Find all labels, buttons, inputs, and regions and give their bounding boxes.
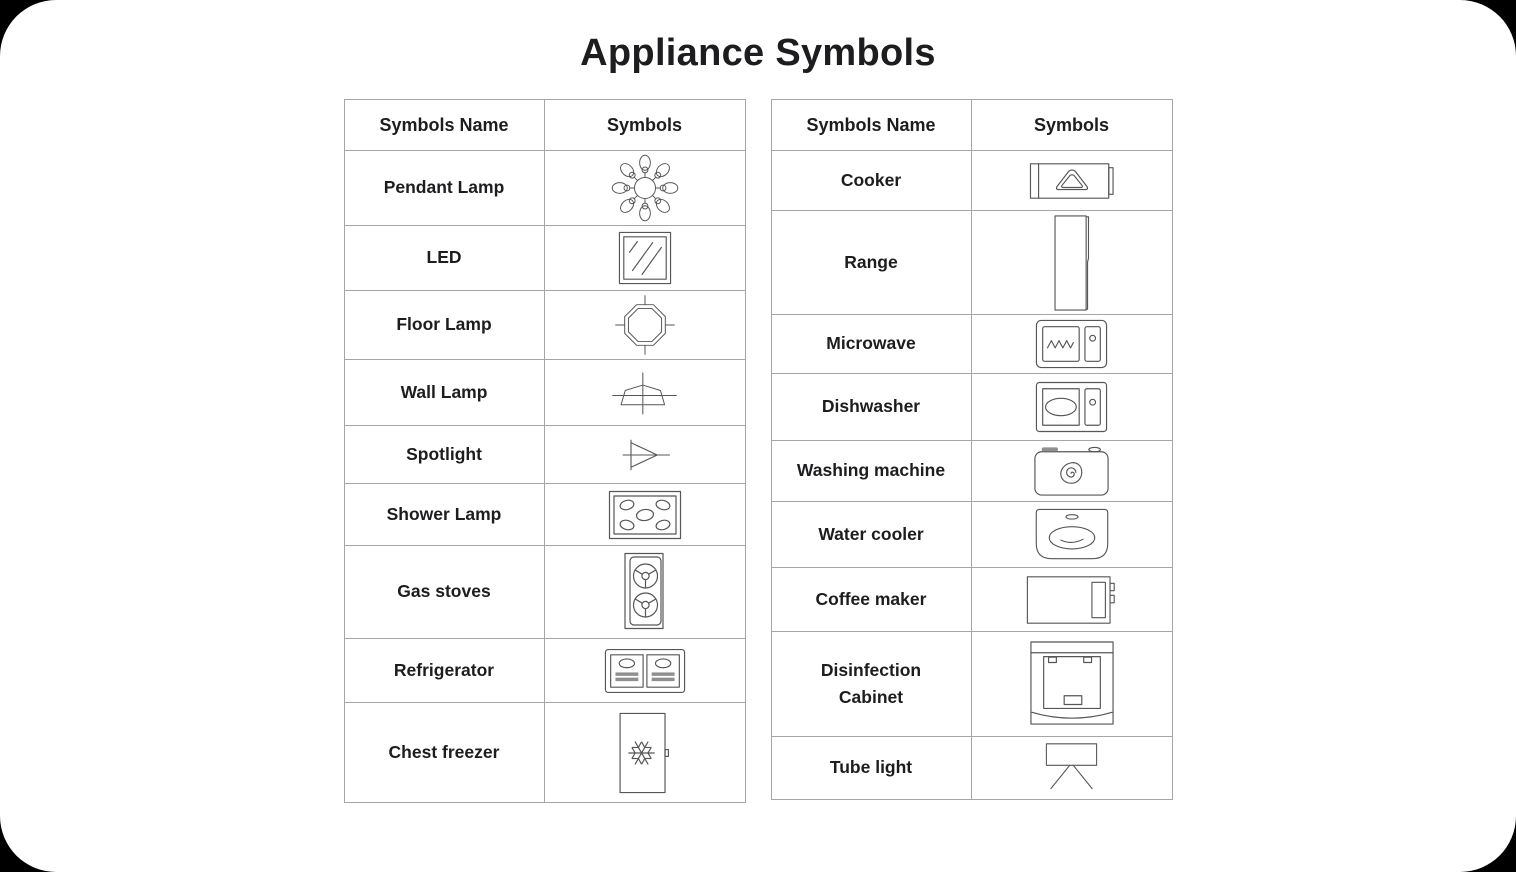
table-row: Dishwasher: [770, 373, 1173, 441]
washing-machine-icon: [1033, 445, 1110, 497]
symbol-name-cell: Water cooler: [770, 501, 972, 568]
symbol-name-cell: Tube light: [770, 736, 972, 800]
symbol-cell: [543, 225, 746, 291]
symbol-name-cell: Wall Lamp: [343, 359, 545, 426]
spotlight-icon: [610, 433, 680, 477]
symbol-cell: [970, 314, 1173, 374]
gas-stoves-icon: [622, 552, 668, 632]
symbol-name-cell: Floor Lamp: [343, 290, 545, 360]
symbol-cell: [543, 638, 746, 703]
symbol-cell: [970, 567, 1173, 632]
header-row: Symbols Name Symbols: [770, 99, 1173, 151]
pendant-lamp-icon: [611, 154, 679, 222]
microwave-icon: [1035, 319, 1108, 369]
range-icon: [1053, 214, 1091, 312]
table-row: Tube light: [770, 736, 1173, 800]
symbol-name-cell: Disinfection Cabinet: [770, 631, 972, 737]
symbol-cell: [543, 425, 746, 484]
table-row: Pendant Lamp: [343, 150, 746, 226]
refrigerator-icon: [604, 648, 686, 694]
table-row: Coffee maker: [770, 567, 1173, 632]
shower-lamp-icon: [608, 490, 682, 540]
table-row: Spotlight: [343, 425, 746, 484]
symbol-name-cell: Microwave: [770, 314, 972, 374]
symbol-name-cell: Pendant Lamp: [343, 150, 545, 226]
led-icon: [618, 231, 672, 285]
symbol-cell: [543, 150, 746, 226]
coffee-maker-icon: [1026, 573, 1117, 627]
symbol-cell: [970, 150, 1173, 211]
symbol-cell: [543, 290, 746, 360]
table-row: Disinfection Cabinet: [770, 631, 1173, 737]
symbol-cell: [543, 545, 746, 639]
water-cooler-icon: [1033, 507, 1111, 563]
table-row: Microwave: [770, 314, 1173, 374]
symbol-cell: [970, 440, 1173, 502]
page-title: Appliance Symbols: [580, 32, 936, 74]
symbol-cell: [970, 736, 1173, 800]
table-row: Chest freezer: [343, 702, 746, 803]
symbol-cell: [970, 501, 1173, 568]
disinfection-cabinet-icon: [1029, 640, 1115, 728]
symbol-name-cell: Refrigerator: [343, 638, 545, 703]
symbol-name-cell: LED: [343, 225, 545, 291]
symbol-cell: [543, 702, 746, 803]
symbol-cell: [543, 483, 746, 546]
header-row: Symbols Name Symbols: [343, 99, 746, 151]
column-header-symbols-name: Symbols Name: [343, 99, 545, 151]
table-row: Floor Lamp: [343, 290, 746, 360]
table-row: Refrigerator: [343, 638, 746, 703]
symbol-cell: [543, 359, 746, 426]
dishwasher-icon: [1035, 381, 1108, 433]
floor-lamp-icon: [614, 294, 676, 356]
cooker-icon: [1029, 160, 1115, 202]
column-header-symbols: Symbols: [970, 99, 1173, 151]
symbol-name-cell: Gas stoves: [343, 545, 545, 639]
symbol-name-cell: Coffee maker: [770, 567, 972, 632]
column-header-symbols-name: Symbols Name: [770, 99, 972, 151]
tube-light-icon: [1039, 742, 1104, 794]
table-row: Cooker: [770, 150, 1173, 211]
table-row: Range: [770, 210, 1173, 315]
wall-lamp-icon: [611, 367, 678, 419]
symbol-name-cell: Shower Lamp: [343, 483, 545, 546]
chest-freezer-icon: [617, 711, 672, 795]
symbol-cell: [970, 373, 1173, 441]
symbol-name-cell: Washing machine: [770, 440, 972, 502]
symbol-name-cell: Range: [770, 210, 972, 315]
symbol-cell: [970, 210, 1173, 315]
symbol-name-cell: Chest freezer: [343, 702, 545, 803]
symbol-name-cell: Spotlight: [343, 425, 545, 484]
symbol-name-cell: Dishwasher: [770, 373, 972, 441]
symbol-name-cell: Cooker: [770, 150, 972, 211]
table-row: LED: [343, 225, 746, 291]
table-row: Water cooler: [770, 501, 1173, 568]
table-row: Gas stoves: [343, 545, 746, 639]
column-header-symbols: Symbols: [543, 99, 746, 151]
table-row: Washing machine: [770, 440, 1173, 502]
table-row: Wall Lamp: [343, 359, 746, 426]
symbol-cell: [970, 631, 1173, 737]
table-row: Shower Lamp: [343, 483, 746, 546]
